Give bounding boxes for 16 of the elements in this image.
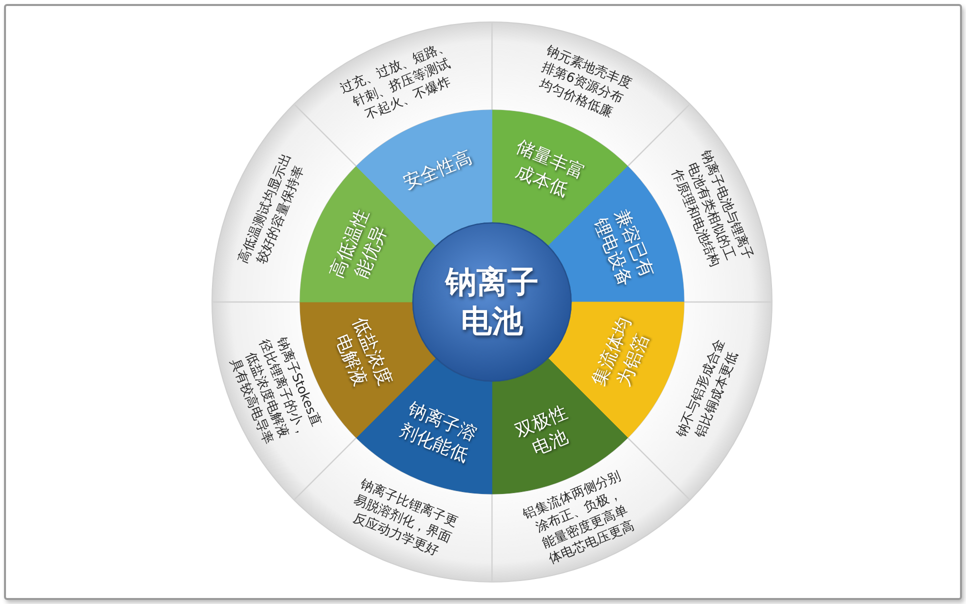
segment-description: 钠离子电池与锂离子电池有类相似的工作原理和电池结构 [662,144,758,279]
segment-description: 钠元素地壳丰度排第6资源分布均匀价格低廉 [515,36,650,132]
segment-description: 高低温测试均显示出较好的容量保持率 [234,148,314,276]
segment-label: 钠离子溶剂化能低 [395,398,481,468]
segment-description: 过充、过放、短路、针刺、挤压等测试不起火、不爆炸 [334,36,469,132]
segment-label: 低盐浓度电解液 [330,313,396,392]
segment-label: 高低温性能优异 [325,204,392,283]
segment-label: 储量丰富成本低 [512,135,590,203]
segment-description: 铝集流体两侧分别涂布正、负极，能量密度更高单体电芯电压更高 [512,465,653,575]
hub-label: 钠离子电池 [444,263,540,341]
segment-label: 兼容已有锂电设备 [589,204,659,291]
segment-description: 钠离子比锂离子更易脱溶剂化，界面反应动力学更好 [334,472,469,568]
segment-label: 双极性电池 [512,401,572,462]
segment-description: 钠不与铝形成合金铝比铜成本更低 [670,328,750,456]
segment-label: 集流体均为铝箔 [588,313,654,392]
segment-label: 安全性高 [399,146,476,196]
